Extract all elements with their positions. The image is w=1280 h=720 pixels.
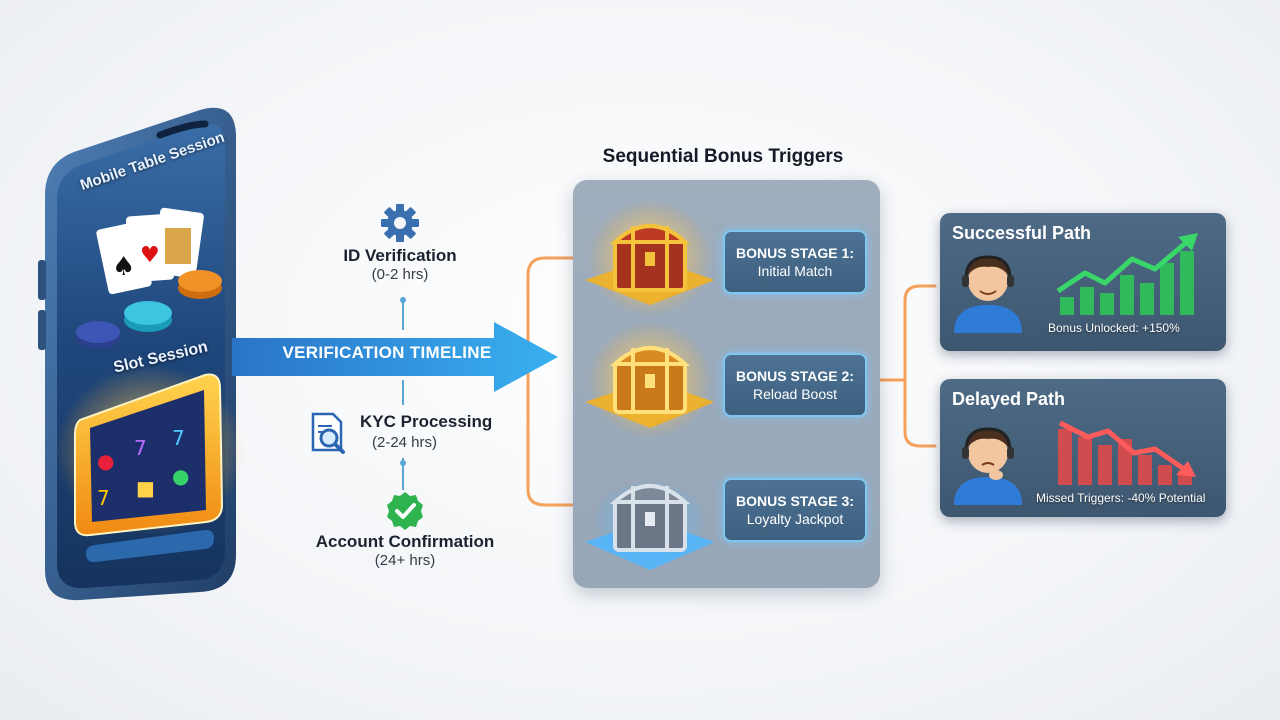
card-title: Successful Path: [952, 223, 1092, 243]
stage-subtitle: Reload Boost: [752, 386, 838, 402]
delayed-path-graphic: [954, 420, 1196, 505]
happy-agent-avatar: [954, 255, 1022, 333]
step-title: ID Verification: [343, 246, 457, 265]
gear-icon: [381, 204, 419, 242]
timeline-step-kyc-processing: KYC Processing (2-24 hrs): [300, 410, 520, 454]
svg-text:●: ●: [172, 464, 189, 488]
svg-text:7: 7: [172, 426, 185, 450]
phone-table-session-title: Mobile Table Session: [78, 128, 227, 195]
svg-text:7: 7: [134, 436, 147, 460]
step-duration: (0-2 hrs): [371, 266, 429, 283]
document-search-icon: [311, 412, 345, 454]
stage-subtitle: Initial Match: [757, 263, 833, 279]
step-duration: (2-24 hrs): [372, 434, 438, 451]
bonus-stage-3: BONUS STAGE 3: Loyalty Jackpot: [723, 478, 867, 542]
stage-title: BONUS STAGE 2:: [736, 368, 854, 384]
silver-chest-icon: [585, 480, 713, 570]
step-duration: (24+ hrs): [374, 552, 436, 569]
verification-timeline-arrow: [232, 322, 558, 392]
svg-text:■: ■: [136, 476, 155, 500]
timeline-step-account-confirmation: Account Confirmation (24+ hrs): [290, 490, 520, 569]
svg-text:♠: ♠: [112, 252, 135, 282]
svg-text:♥: ♥: [140, 243, 160, 268]
bonus-stage-1: BONUS STAGE 1: Initial Match: [723, 230, 867, 294]
thinking-agent-avatar: [954, 427, 1022, 505]
card-note: Bonus Unlocked: +150%: [1048, 321, 1180, 335]
card-title: Delayed Path: [952, 389, 1066, 409]
red-gold-chest-icon: [585, 200, 713, 316]
phone-slot-session-title: Slot Session: [112, 338, 210, 377]
svg-text:●: ●: [97, 449, 114, 473]
bonus-chests: [585, 200, 713, 570]
check-badge-icon: [387, 492, 423, 530]
bonus-stage-2: BONUS STAGE 2: Reload Boost: [723, 353, 867, 417]
bonus-triggers-heading: Sequential Bonus Triggers: [602, 146, 844, 167]
gold-chest-icon: [585, 322, 713, 438]
verification-timeline-label: VERIFICATION TIMELINE: [282, 343, 492, 362]
stage-title: BONUS STAGE 3:: [736, 493, 854, 509]
delayed-path-card: Delayed Path Missed Triggers: -40% Poten…: [940, 379, 1226, 517]
stage-title: BONUS STAGE 1:: [736, 245, 854, 261]
card-note: Missed Triggers: -40% Potential: [1036, 491, 1206, 505]
stage-subtitle: Loyalty Jackpot: [746, 511, 844, 527]
svg-text:7: 7: [97, 486, 110, 510]
step-title: KYC Processing: [360, 412, 493, 431]
successful-path-card: Successful Path Bonus Unlocked: +150%: [940, 213, 1226, 351]
timeline-step-id-verification: ID Verification (0-2 hrs): [320, 200, 480, 283]
successful-path-graphic: [954, 233, 1198, 333]
step-title: Account Confirmation: [315, 532, 495, 551]
